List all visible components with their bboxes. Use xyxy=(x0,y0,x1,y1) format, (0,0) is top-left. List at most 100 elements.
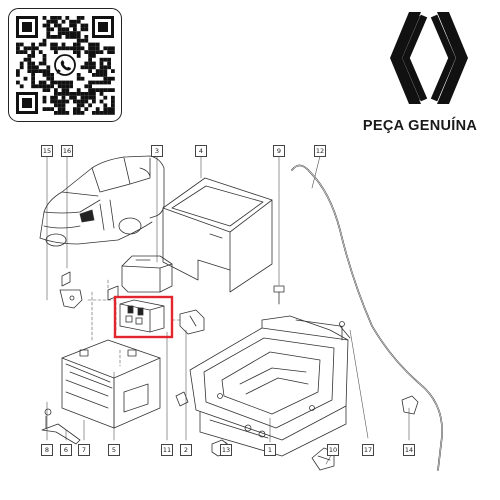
fuse-box xyxy=(119,299,165,333)
qr-module xyxy=(76,46,81,51)
qr-module xyxy=(69,92,73,96)
qr-module xyxy=(61,84,66,89)
qr-module xyxy=(54,92,58,96)
bolt xyxy=(273,285,285,305)
qr-module xyxy=(103,57,108,62)
qr-module xyxy=(69,84,73,89)
qr-module xyxy=(19,61,24,66)
qr-module xyxy=(99,69,104,73)
qr-module xyxy=(80,103,85,108)
qr-module xyxy=(50,95,54,100)
qr-module xyxy=(31,80,35,85)
qr-module xyxy=(84,38,89,43)
qr-module xyxy=(88,92,92,96)
qr-module xyxy=(111,50,115,54)
qr-module xyxy=(76,16,81,20)
qr-module xyxy=(107,61,111,66)
qr-module xyxy=(65,111,70,115)
qr-module xyxy=(57,103,62,108)
qr-module xyxy=(42,99,47,104)
qr-module xyxy=(16,80,20,85)
qr-module xyxy=(27,65,32,70)
qr-module xyxy=(95,46,100,51)
qr-module xyxy=(50,107,54,111)
qr-module xyxy=(95,107,100,111)
qr-module xyxy=(69,23,73,28)
qr-module xyxy=(31,50,35,54)
qr-module xyxy=(31,46,35,51)
qr-module xyxy=(76,99,81,104)
qr-module xyxy=(84,35,89,39)
qr-module xyxy=(84,84,89,89)
qr-module xyxy=(23,76,28,81)
qr-module xyxy=(35,69,39,73)
qr-module xyxy=(88,46,92,51)
callout-1: 1 xyxy=(264,444,276,456)
qr-module xyxy=(65,80,70,85)
qr-module xyxy=(76,38,81,43)
qr-module xyxy=(80,99,85,104)
qr-module xyxy=(61,92,66,96)
qr-module xyxy=(99,92,104,96)
qr-module xyxy=(54,23,58,28)
qr-module xyxy=(50,76,54,81)
vent-hose xyxy=(291,164,443,471)
qr-module xyxy=(50,19,54,24)
qr-module xyxy=(73,50,77,54)
qr-module xyxy=(88,61,92,66)
qr-module xyxy=(76,31,81,35)
callout-8: 8 xyxy=(41,444,53,456)
qr-module xyxy=(19,50,24,54)
callout-12: 12 xyxy=(314,145,326,157)
qr-module xyxy=(88,69,92,73)
qr-module xyxy=(95,88,100,92)
qr-module xyxy=(111,88,115,92)
qr-module xyxy=(65,92,70,96)
callout-4: 4 xyxy=(195,145,207,157)
qr-module xyxy=(42,38,47,43)
qr-module xyxy=(50,80,54,85)
qr-module xyxy=(27,57,32,62)
qr-module xyxy=(46,69,51,73)
qr-module xyxy=(84,95,89,100)
qr-module xyxy=(103,46,108,51)
qr-module xyxy=(31,42,35,47)
qr-module xyxy=(80,46,85,51)
qr-module xyxy=(31,54,35,58)
qr-module xyxy=(27,46,32,51)
qr-module xyxy=(61,103,66,108)
qr-module xyxy=(73,111,77,115)
qr-module xyxy=(99,57,104,62)
qr-module xyxy=(99,111,104,115)
qr-module xyxy=(57,92,62,96)
qr-module xyxy=(35,65,39,70)
qr-module xyxy=(54,103,58,108)
qr-module xyxy=(57,99,62,104)
qr-module xyxy=(76,73,81,77)
qr-module xyxy=(76,76,81,81)
qr-module xyxy=(61,27,66,32)
battery-bracket xyxy=(41,408,81,445)
leader-lines xyxy=(46,155,410,465)
qr-module xyxy=(99,80,104,85)
qr-module xyxy=(54,46,58,51)
qr-module xyxy=(42,95,47,100)
qr-module xyxy=(92,95,96,100)
qr-module xyxy=(54,19,58,24)
qr-module xyxy=(61,31,66,35)
qr-module xyxy=(42,73,47,77)
qr-module xyxy=(27,54,32,58)
qr-finder-top-left xyxy=(16,16,38,38)
qr-module xyxy=(107,50,111,54)
qr-module xyxy=(84,50,89,54)
qr-module xyxy=(76,35,81,39)
qr-module xyxy=(61,111,66,115)
qr-module xyxy=(76,92,81,96)
callout-9: 9 xyxy=(273,145,285,157)
callout-17: 17 xyxy=(362,444,374,456)
qr-module xyxy=(73,99,77,104)
qr-module xyxy=(92,111,96,115)
qr-module xyxy=(16,69,20,73)
qr-module xyxy=(46,84,51,89)
qr-code[interactable] xyxy=(8,8,122,122)
